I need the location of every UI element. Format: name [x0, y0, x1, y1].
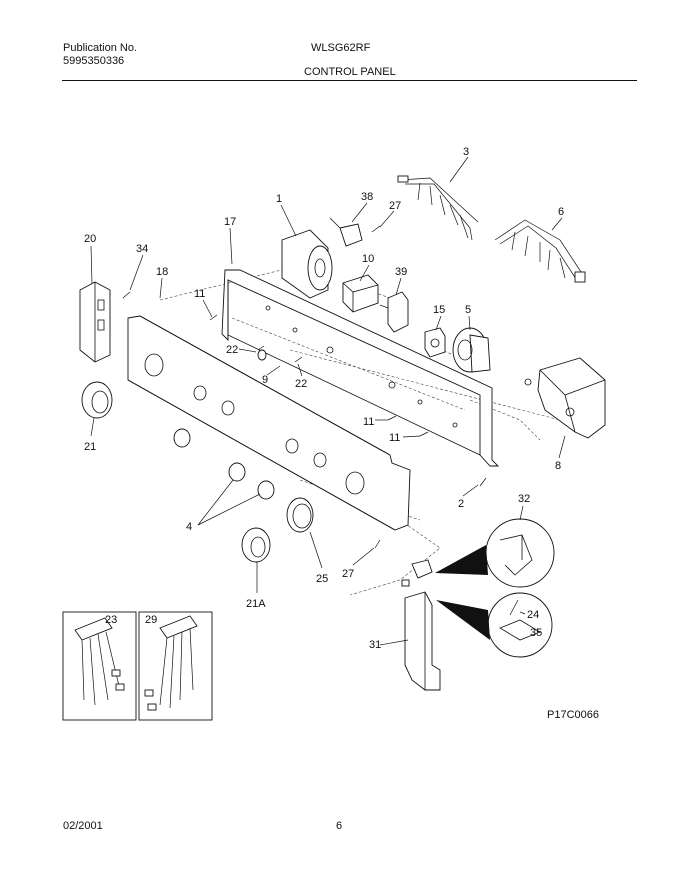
- callout-2: 2: [458, 498, 464, 510]
- model-number: WLSG62RF: [311, 42, 371, 54]
- callout-5: 5: [465, 304, 471, 316]
- page-number: 6: [336, 820, 343, 832]
- callout-27-low: 27: [342, 568, 354, 580]
- callout-labels: 3 1 38 27 6 17 20 34 18 10 39 11 15 5 22…: [84, 146, 564, 651]
- component-10: [342, 274, 379, 313]
- wire-harness-3: [397, 175, 479, 241]
- figure-code: P17C0066: [547, 709, 599, 721]
- pressure-switch: [452, 327, 491, 373]
- end-cap-20: [79, 281, 111, 363]
- selector-15: [424, 327, 446, 358]
- callout-22-left: 22: [226, 344, 238, 356]
- callout-39: 39: [395, 266, 407, 278]
- callout-27-top: 27: [389, 200, 401, 212]
- knobs-4: [173, 428, 275, 500]
- callout-1: 1: [276, 193, 282, 205]
- callout-23: 23: [105, 614, 117, 626]
- callout-29: 29: [145, 614, 157, 626]
- callout-4: 4: [186, 521, 192, 533]
- leader-lines: [90, 156, 566, 646]
- callout-31: 31: [369, 639, 381, 651]
- control-panel-console: [127, 315, 411, 531]
- screws: [122, 225, 487, 549]
- section-title: CONTROL PANEL: [304, 66, 396, 78]
- callout-17: 17: [224, 216, 236, 228]
- callout-11-top: 11: [194, 288, 205, 300]
- callout-8: 8: [555, 460, 561, 472]
- publication-number: 5995350336: [63, 55, 125, 67]
- callout-11-mid: 11: [363, 416, 374, 428]
- switch-39: [379, 291, 409, 333]
- callout-22-right: 22: [295, 378, 307, 390]
- callout-9: 9: [262, 374, 268, 386]
- switch-38: [329, 217, 363, 247]
- callout-21: 21: [84, 441, 96, 453]
- inset-box-23: [62, 611, 137, 721]
- dial-25: [286, 497, 314, 533]
- timer: [281, 229, 333, 299]
- header-rule: [62, 80, 637, 81]
- callout-11-low: 11: [389, 432, 400, 444]
- clips: [401, 559, 433, 587]
- callout-6: 6: [558, 206, 564, 218]
- callout-15: 15: [433, 304, 445, 316]
- valve-assembly: [524, 357, 606, 439]
- callout-35: 35: [530, 627, 542, 639]
- wire-harness-6: [494, 219, 586, 283]
- callout-34: 34: [136, 243, 148, 255]
- callout-20: 20: [84, 233, 96, 245]
- callout-21a: 21A: [246, 598, 266, 610]
- knob-21a: [241, 527, 271, 563]
- knob-21: [81, 381, 113, 419]
- detail-circle-32: [435, 518, 555, 588]
- callout-18: 18: [156, 266, 168, 278]
- callout-25: 25: [316, 573, 328, 585]
- footer-date: 02/2001: [63, 820, 103, 832]
- callout-24: 24: [527, 609, 539, 621]
- callout-3: 3: [463, 146, 469, 158]
- detail-circle-24-35: [436, 592, 553, 658]
- mounting-bracket: [221, 269, 500, 467]
- callout-32: 32: [518, 493, 530, 505]
- inset-box-29: [138, 611, 213, 721]
- callout-38: 38: [361, 191, 373, 203]
- callout-10: 10: [362, 253, 374, 265]
- publication-label: Publication No.: [63, 42, 137, 54]
- end-cap-31: [404, 591, 441, 691]
